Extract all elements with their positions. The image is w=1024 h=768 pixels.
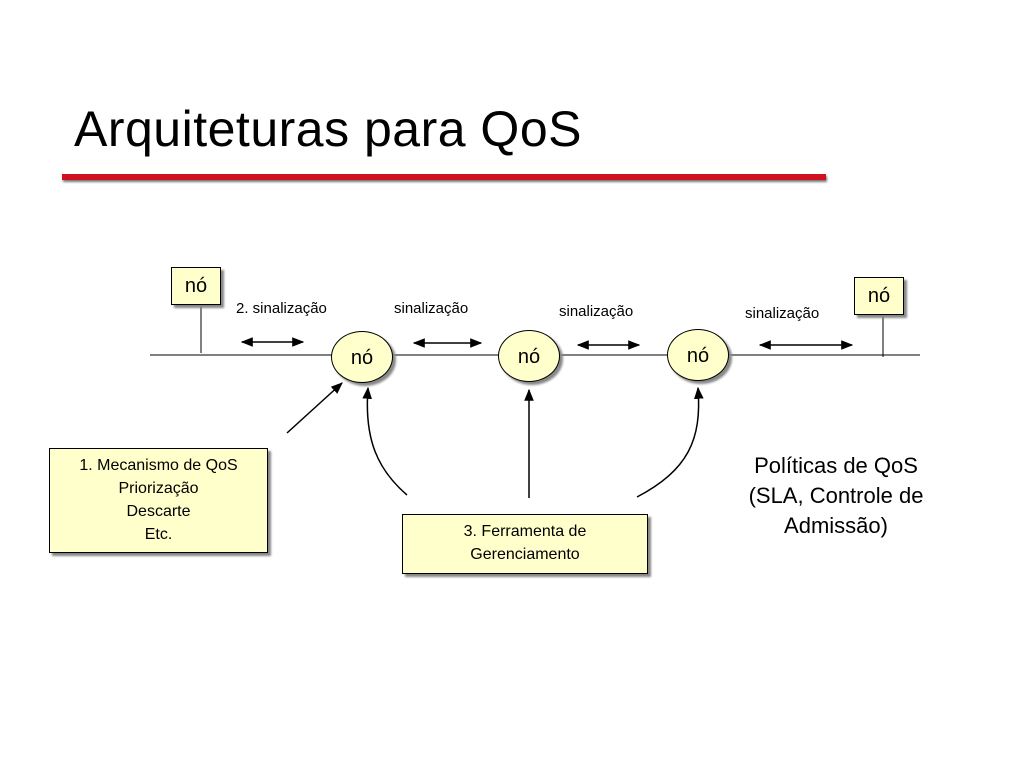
mechanism-line-3: Descarte <box>126 503 191 520</box>
signaling-label-2: sinalização <box>394 300 469 317</box>
router-node-1: nó <box>331 331 393 383</box>
router-node-3-label: nó <box>686 345 710 367</box>
end-node-right-label: nó <box>867 285 891 307</box>
end-node-left-label: nó <box>184 275 208 297</box>
policies-line-2: (SLA, Controle de <box>748 483 924 508</box>
management-line-1: 3. Ferramenta de <box>463 523 587 540</box>
policies-line-3: Admissão) <box>784 513 888 538</box>
qos-policies-text: Políticas de QoS (SLA, Controle de Admis… <box>722 451 950 541</box>
management-arrow-left <box>362 386 408 496</box>
mechanism-line-4: Etc. <box>144 526 173 543</box>
title-underline <box>62 174 826 180</box>
management-arrow-right <box>636 386 704 498</box>
signaling-label-1: 2. sinalização <box>236 300 327 317</box>
mechanism-line-1: 1. Mecanismo de QoS <box>79 457 238 474</box>
signaling-label-4: sinalização <box>745 305 820 322</box>
router-node-3: nó <box>667 329 729 381</box>
router-node-2-label: nó <box>517 346 541 368</box>
router-node-1-label: nó <box>350 347 374 369</box>
router-node-2: nó <box>498 330 560 382</box>
end-node-right: nó <box>854 277 904 315</box>
qos-mechanism-box: 1. Mecanismo de QoS Priorização Descarte… <box>49 448 268 553</box>
page-title: Arquiteturas para QoS <box>74 101 582 157</box>
mechanism-line-2: Priorização <box>118 480 199 497</box>
end-node-left: nó <box>171 267 221 305</box>
signaling-label-3: sinalização <box>559 303 634 320</box>
management-line-2: Gerenciamento <box>470 546 580 563</box>
management-tool-box: 3. Ferramenta de Gerenciamento <box>402 514 648 574</box>
policies-line-1: Políticas de QoS <box>754 453 918 478</box>
mechanism-arrow <box>286 382 343 434</box>
